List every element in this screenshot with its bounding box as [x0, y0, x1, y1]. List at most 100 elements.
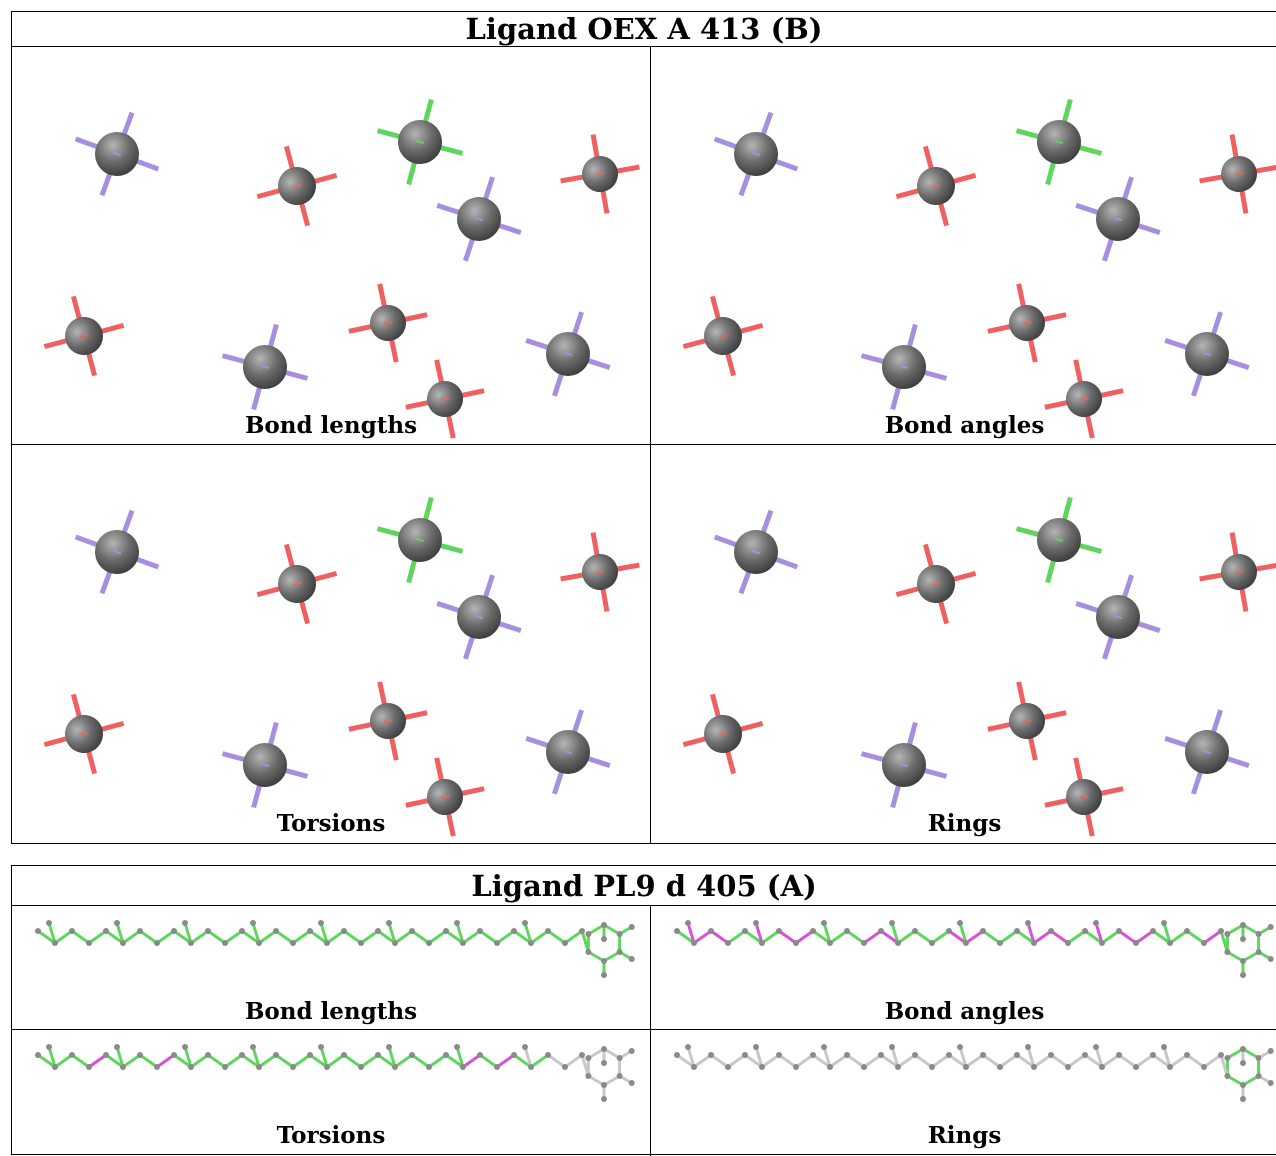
metal-atom [1015, 98, 1103, 186]
chain-atom [494, 940, 500, 946]
methyl-atom [821, 920, 827, 926]
methyl-atom [1025, 1044, 1031, 1050]
chain-atom [810, 928, 816, 934]
chain-bond [829, 929, 848, 945]
chain-atom [409, 1052, 415, 1058]
chain-atom [307, 1052, 313, 1058]
atom-center-mark [563, 351, 573, 357]
chain-atom [1150, 1052, 1156, 1058]
ring-atom [1224, 931, 1231, 937]
chain-atom [477, 1052, 483, 1058]
chain-bond [207, 929, 226, 945]
chain-bond [880, 1053, 899, 1069]
chain-atom [35, 928, 41, 934]
chain-bond [377, 929, 396, 945]
chain-atom [1150, 928, 1156, 934]
chain-atom [256, 940, 262, 946]
chain-atom [759, 1064, 765, 1070]
metal-atom [682, 693, 764, 775]
methyl-bond [115, 922, 125, 944]
ring-atom [1240, 922, 1246, 928]
metal-atom [1075, 574, 1161, 660]
ring-atom [1240, 1082, 1246, 1088]
chain-bond [1050, 1053, 1069, 1069]
chain-bond [411, 1053, 430, 1069]
chain-atom [1133, 940, 1139, 946]
chain-bond [965, 1053, 984, 1069]
ring-bond [587, 923, 605, 936]
chain-bond [241, 1053, 260, 1069]
chain-atom [324, 940, 330, 946]
metal-atom [256, 145, 338, 227]
methyl-atom [386, 1044, 392, 1050]
methyl-bond [686, 1046, 696, 1068]
methyl-bond [1026, 1046, 1036, 1068]
chain-bond [948, 929, 967, 945]
methyl-bond [754, 922, 764, 944]
ring-substituent-atom [1240, 1060, 1246, 1066]
methyl-bond [183, 1046, 193, 1068]
chain-atom [171, 1052, 177, 1058]
ring-bond [587, 1047, 605, 1060]
atom-center-mark [899, 364, 909, 370]
methyl-atom [522, 920, 528, 926]
pl9-torsions-label: Torsions [276, 1122, 386, 1149]
atom-center-mark [440, 795, 450, 799]
chain-bond [309, 929, 328, 945]
methyl-bond [890, 922, 900, 944]
chain-bond [479, 929, 498, 945]
pl9-rings-label: Rings [927, 1122, 1002, 1149]
chain-atom [1133, 1064, 1139, 1070]
chain-bond [173, 1053, 192, 1069]
chain-atom [273, 1052, 279, 1058]
chain-bond [710, 1053, 729, 1069]
chain-atom [674, 928, 680, 934]
methyl-atom [753, 1044, 759, 1050]
ring-substituent-atom [1240, 936, 1246, 942]
chain-atom [929, 940, 935, 946]
chain-atom [861, 1064, 867, 1070]
metal-atom [1044, 359, 1124, 439]
chain-bond [1169, 929, 1188, 945]
chain-bond [1067, 929, 1086, 945]
chain-bond [812, 1053, 831, 1069]
chain-atom [205, 928, 211, 934]
chain-bond [931, 929, 950, 945]
ring-atom [585, 949, 592, 955]
chain-bond [1016, 929, 1035, 945]
chain-bond [377, 1053, 396, 1069]
chain-atom [997, 940, 1003, 946]
chain-bond [880, 929, 899, 945]
methyl-atom [250, 1044, 256, 1050]
chain-atom [222, 1064, 228, 1070]
chain-atom [188, 940, 194, 946]
methyl-atom [957, 1044, 963, 1050]
chain-atom [426, 940, 432, 946]
methyl-bond [183, 922, 193, 944]
chain-atom [222, 940, 228, 946]
chain-bond [530, 929, 549, 945]
metal-atom [682, 295, 764, 377]
chain-bond [744, 929, 763, 945]
chain-bond [496, 1053, 515, 1069]
chain-atom [120, 940, 126, 946]
chain-atom [1218, 928, 1224, 934]
pl9-torsions-cell: Torsions [12, 1030, 650, 1156]
chain-atom [810, 1052, 816, 1058]
chain-bond [1203, 929, 1222, 945]
methyl-bond [47, 922, 57, 944]
chain-atom [946, 928, 952, 934]
atom-center-mark [718, 333, 728, 339]
methyl-atom [522, 1044, 528, 1050]
chain-bond [37, 929, 56, 945]
metal-atom [348, 681, 428, 761]
methyl-bond [251, 1046, 261, 1068]
chain-bond [513, 929, 532, 945]
chain-bond [897, 929, 916, 945]
chain-atom [443, 1052, 449, 1058]
chain-bond [778, 1053, 797, 1069]
chain-bond [693, 1053, 712, 1069]
atom-center-mark [79, 333, 89, 339]
atom-center-mark [899, 762, 909, 768]
chain-bond [360, 1053, 379, 1069]
